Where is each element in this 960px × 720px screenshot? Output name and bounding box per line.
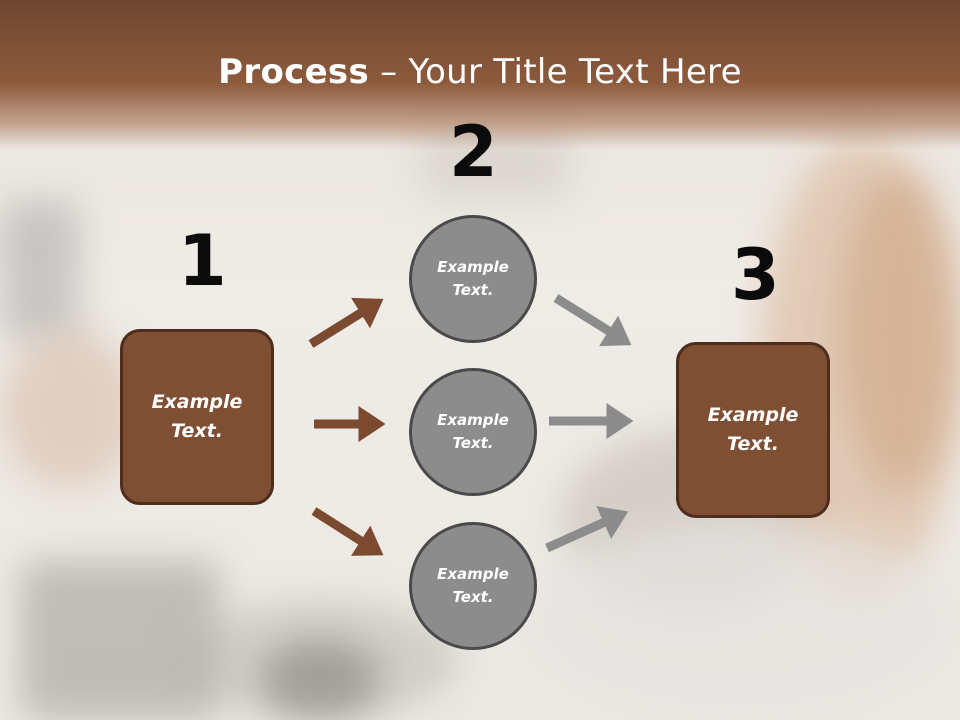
step-number-3: 3	[731, 234, 780, 316]
step-number-1: 1	[178, 220, 227, 302]
arrow-circle3-to-box3	[545, 506, 629, 553]
step-number-2: 2	[449, 111, 498, 193]
circle-1-line-1: Example	[437, 258, 509, 276]
title-rest: – Your Title Text Here	[369, 52, 742, 92]
title-bar	[0, 0, 960, 150]
box-3-line-1: Example	[707, 404, 799, 426]
box-1-line-2: Text.	[171, 420, 223, 442]
box-1-line-1: Example	[151, 391, 243, 413]
circle-3-line-1: Example	[437, 565, 509, 583]
circle-2-line-2: Text.	[452, 434, 494, 452]
circle-1-line-2: Text.	[452, 281, 494, 299]
slide-title: Process – Your Title Text Here	[0, 52, 960, 92]
circle-2-line-1: Example	[437, 411, 509, 429]
circle-3-line-2: Text.	[452, 588, 494, 606]
arrow-box1-to-circle1	[308, 297, 384, 348]
title-bold: Process	[218, 52, 370, 92]
arrow-circle1-to-box3	[553, 294, 632, 347]
arrow-box1-to-circle3	[311, 507, 384, 556]
box-3-line-2: Text.	[727, 433, 779, 455]
